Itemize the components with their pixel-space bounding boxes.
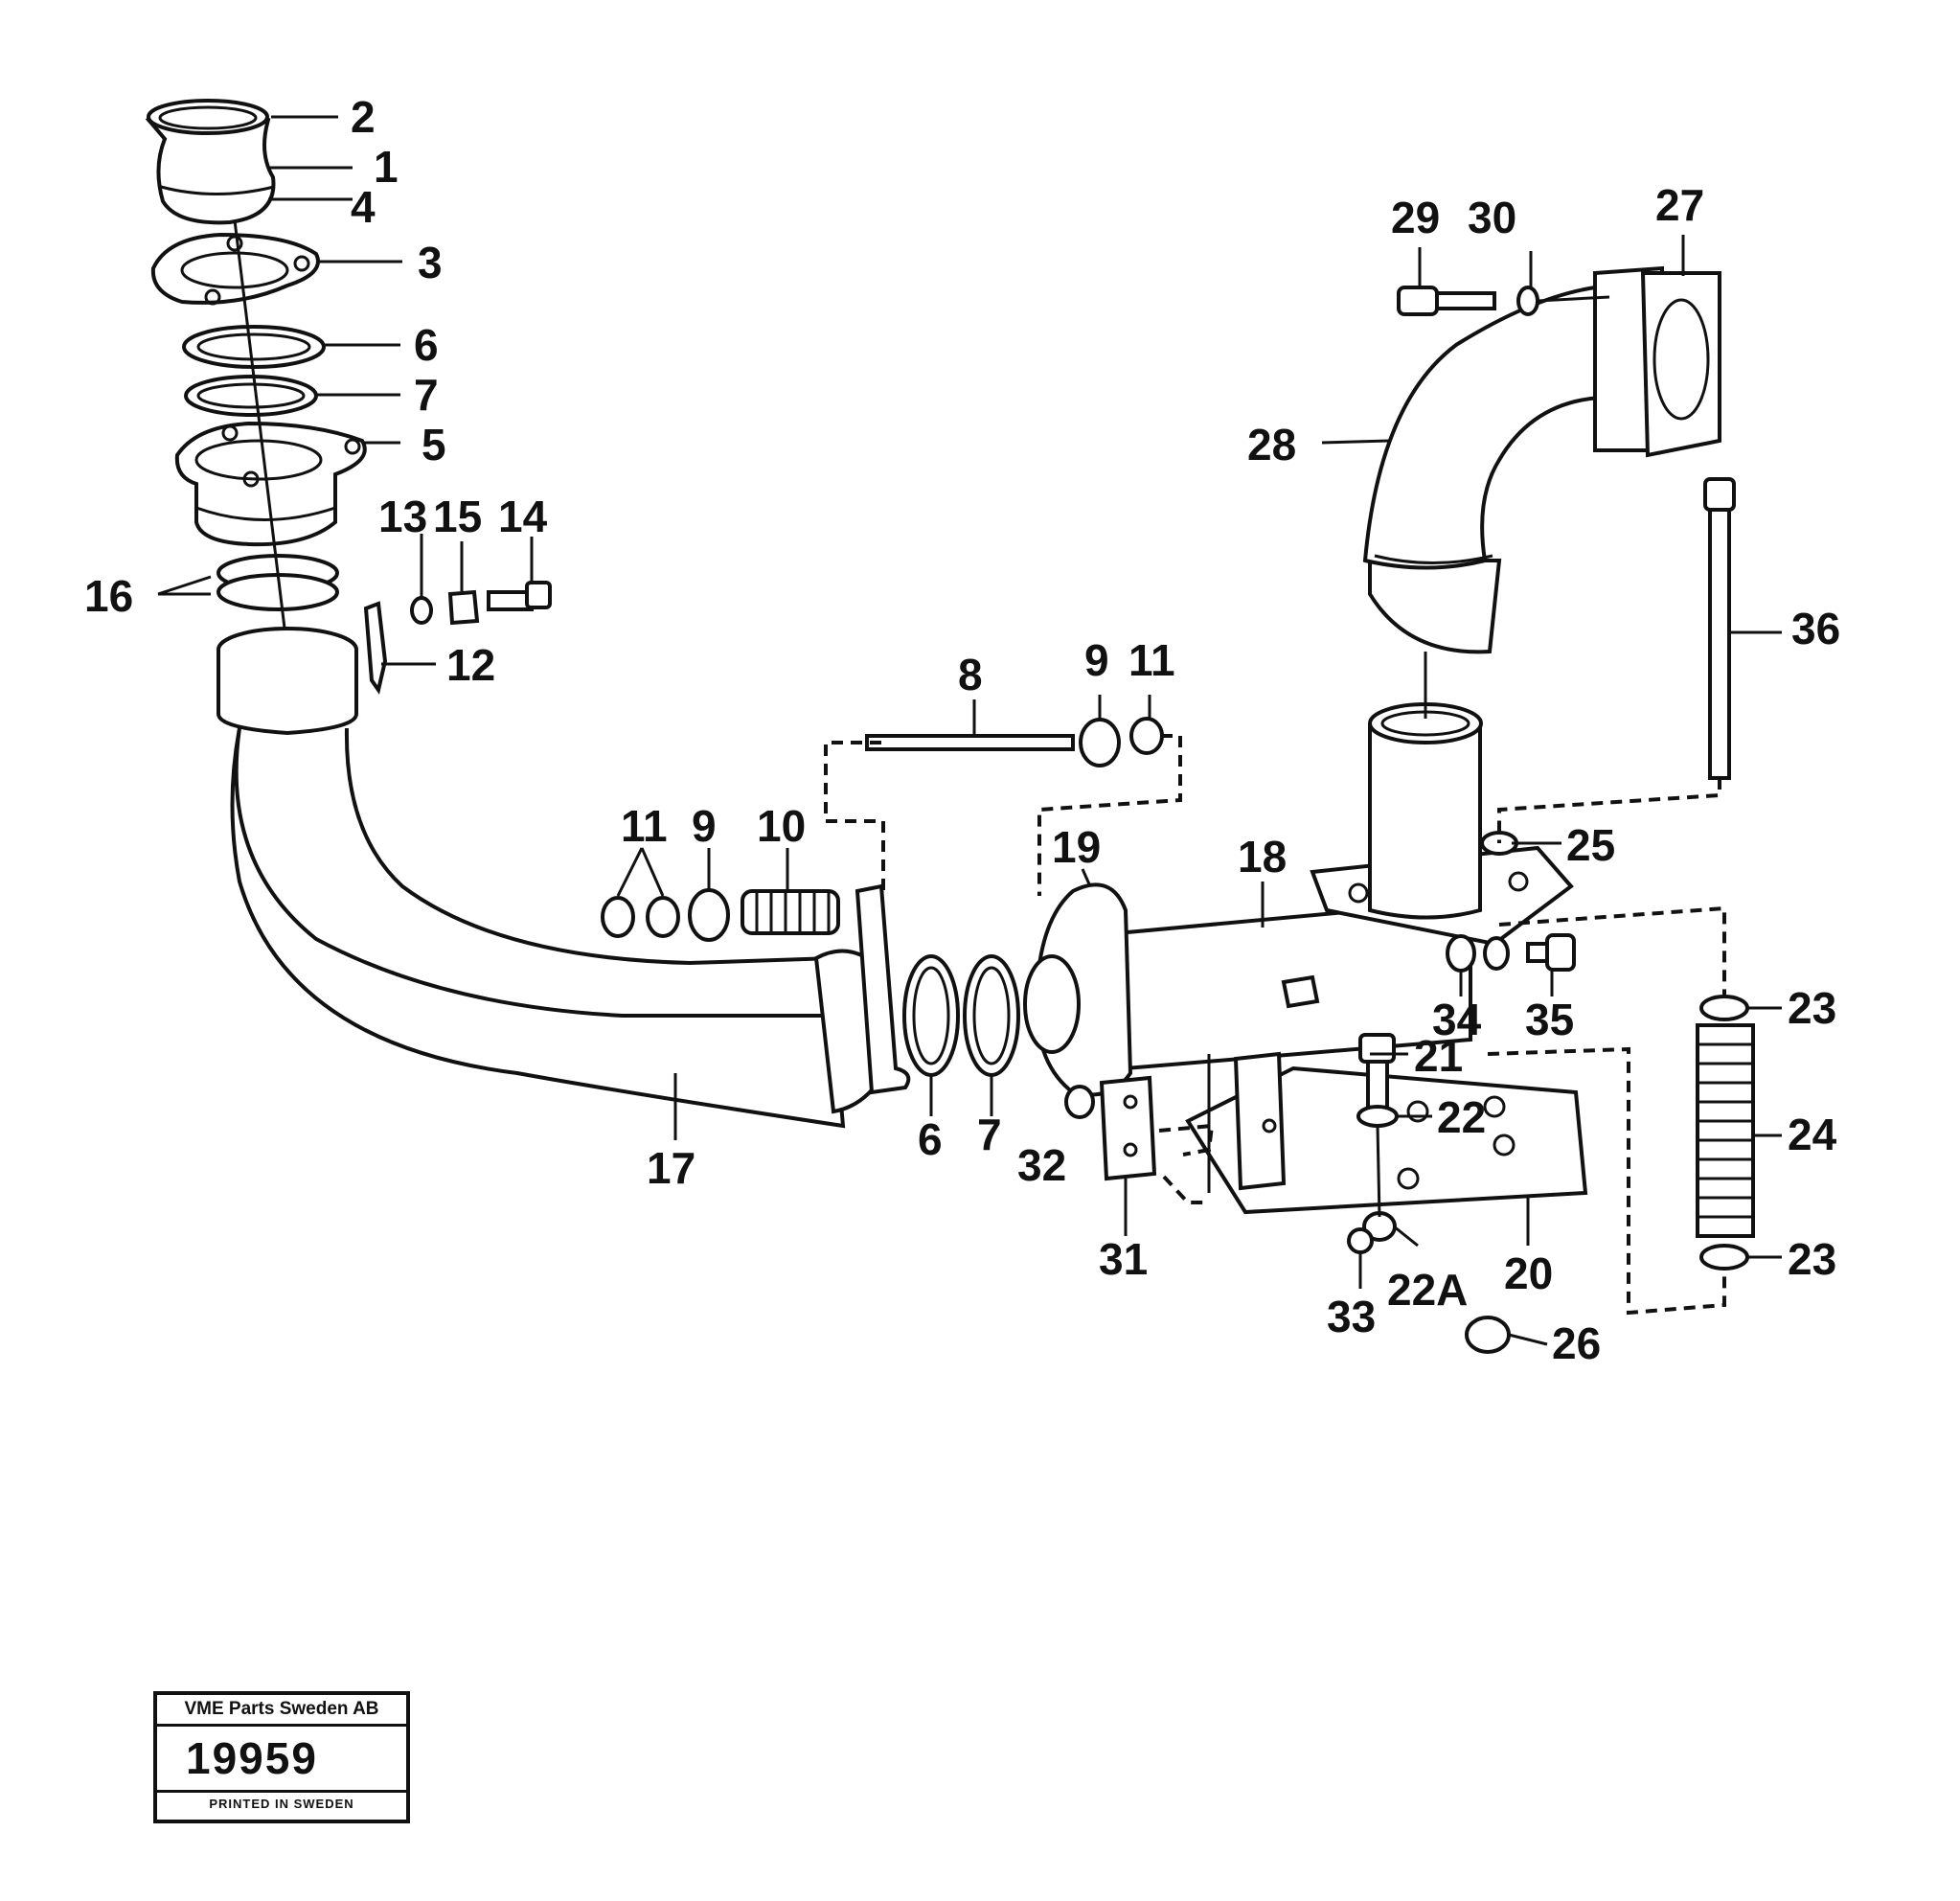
label-2: 2 [351,92,376,142]
printed-note: PRINTED IN SWEDEN [157,1790,406,1818]
label-26: 26 [1552,1318,1601,1368]
label-22: 22 [1437,1092,1486,1142]
washer-part-9-top [1079,718,1121,767]
label-7-top: 7 [414,370,439,420]
label-10: 10 [757,801,806,851]
nut-part-11-top [1129,717,1164,755]
washer-part-13 [410,596,433,625]
company-name: VME Parts Sweden AB [157,1695,406,1727]
bolt-part-29 [1397,286,1496,316]
label-3: 3 [418,238,443,287]
label-7-mid: 7 [977,1110,1002,1159]
label-9-left: 9 [692,801,717,851]
washer-part-23-bottom [1699,1244,1749,1271]
label-6-top: 6 [414,320,439,370]
label-34: 34 [1432,995,1482,1044]
label-15: 15 [433,492,482,541]
bolt-part-36 [1703,477,1736,780]
gasket-part-6-mid [902,954,960,1077]
bellows-part-1 [145,99,276,225]
spring-part-10 [741,889,840,935]
washer-part-23-top [1699,995,1749,1021]
label-19: 19 [1052,822,1101,872]
label-12: 12 [446,640,495,690]
part-number-labels: 2 1 4 3 6 7 5 13 15 14 16 12 8 9 11 11 9… [84,92,1840,1368]
label-21: 21 [1414,1031,1463,1081]
label-4: 4 [351,182,376,232]
dashed-assembly-lines [824,295,1726,1316]
label-33: 33 [1327,1292,1376,1341]
label-32: 32 [1017,1140,1066,1190]
spring-part-24 [1696,1023,1755,1238]
label-36: 36 [1791,604,1840,653]
label-23-bottom: 23 [1788,1234,1836,1284]
clamp-part-12 [363,601,388,695]
stud-part-8 [865,734,1075,751]
label-27: 27 [1655,180,1704,230]
flange-part-3 [150,232,320,306]
label-11-left: 11 [621,801,668,851]
drawing-number: 19959 [186,1733,318,1783]
washer-part-9-left [688,888,730,942]
label-20: 20 [1504,1248,1553,1298]
gasket-part-7-top [184,375,318,417]
nut-part-11-left [601,896,680,938]
label-25: 25 [1566,820,1615,870]
title-block: VME Parts Sweden AB 19959 PRINTED IN SWE… [153,1691,410,1823]
washer-part-34 [1446,934,1510,973]
label-29: 29 [1391,193,1440,242]
bracket-part-31 [1099,1075,1157,1181]
label-1: 1 [374,142,399,192]
flange-part-27 [1593,265,1721,458]
leader-lines [157,115,1782,1346]
label-13: 13 [378,492,427,541]
label-11-top: 11 [1128,635,1175,685]
nut-part-26 [1465,1316,1511,1354]
bolt-part-35 [1526,933,1576,972]
nut-part-32 [1064,1085,1095,1119]
label-17: 17 [647,1143,695,1193]
label-22a: 22A [1387,1265,1468,1315]
screw-part-14 [487,581,552,611]
label-23-top: 23 [1788,983,1836,1033]
label-8: 8 [958,650,983,699]
label-14: 14 [498,492,548,541]
washer-part-30 [1516,286,1539,316]
bracket-upright [1233,1051,1287,1191]
washer-part-22 [1356,1105,1399,1128]
elbow-part-28 [1362,285,1603,654]
label-9-top: 9 [1084,635,1109,685]
label-35: 35 [1525,995,1574,1044]
label-18: 18 [1238,832,1287,882]
screw-part-33 [1347,1227,1374,1254]
pipe-part-17 [217,627,911,1129]
gasket-part-7-mid [963,954,1020,1077]
label-31: 31 [1099,1234,1148,1284]
gasket-part-6-top [182,325,326,369]
label-24: 24 [1788,1110,1837,1159]
label-30: 30 [1468,193,1516,242]
flange-part-5 [174,421,367,547]
label-28: 28 [1247,420,1296,470]
label-16: 16 [84,571,133,621]
plate-part-15 [447,589,480,626]
label-6-mid: 6 [918,1114,943,1164]
label-5: 5 [422,420,446,470]
